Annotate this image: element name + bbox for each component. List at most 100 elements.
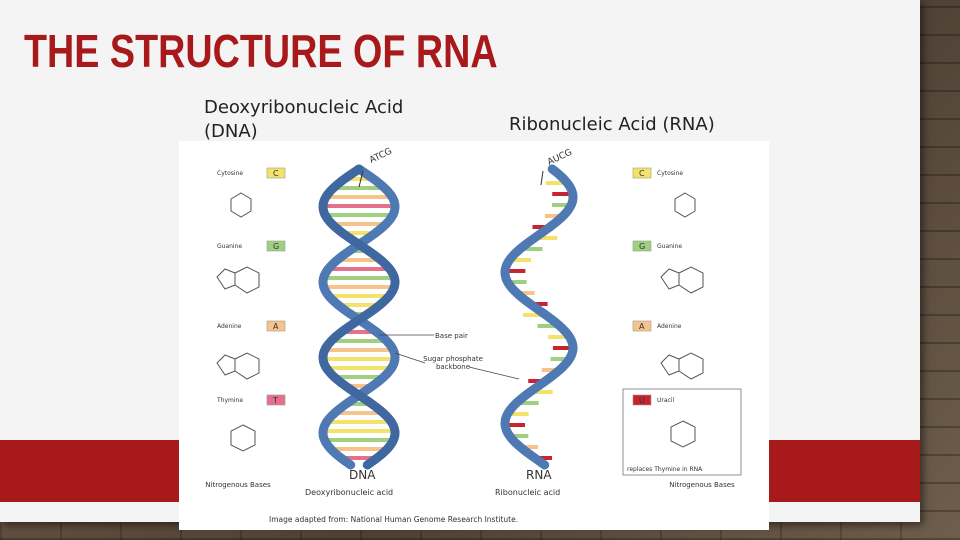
rna-base [532, 390, 553, 394]
rna-base [545, 181, 566, 185]
right-base-chip-3 [632, 320, 652, 332]
rna-base [505, 269, 526, 273]
right-base-name-2: Guanine [657, 243, 682, 250]
dna-base-pair [339, 258, 379, 262]
dna-base-pair [348, 402, 370, 406]
dna-base-pair [328, 420, 390, 424]
rna-tag-arrow [540, 170, 544, 186]
dna-base-pair [325, 366, 393, 370]
left-base-letter-4: T [272, 396, 278, 405]
dna-base-pair [338, 456, 380, 460]
rna-base [522, 247, 543, 251]
left-base-chip-4 [266, 394, 286, 406]
dna-base-pair [333, 339, 385, 343]
left-base-key: Cytosine C Guanine G Adenine A Thymine T [216, 167, 286, 452]
base-pair-label: Base pair [435, 332, 468, 340]
rna-helix-title: RNA [526, 468, 552, 482]
cytosine-structure [230, 192, 252, 218]
dna-base-pair [325, 348, 393, 352]
dna-base-pair [323, 357, 395, 361]
dna-sequence-tag: ATCG [368, 147, 394, 166]
rna-cytosine-structure [674, 192, 696, 218]
dna-column-label: Deoxyribonucleic Acid (DNA) [204, 97, 404, 142]
dna-base-pair [330, 222, 388, 226]
left-base-chip-2 [266, 240, 286, 252]
dna-tag-arrow [358, 170, 364, 188]
thymine-structure [230, 424, 256, 452]
left-base-chip-1 [266, 167, 286, 179]
adenine-ring-6 [234, 352, 260, 380]
dna-base-pair [339, 231, 379, 235]
rna-base [506, 280, 527, 284]
dna-base-pair [327, 294, 391, 298]
left-base-letter-1: C [273, 169, 279, 178]
dna-base-pair [323, 285, 395, 289]
right-base-chip-4 [632, 394, 652, 406]
rna-guanine-ring-5 [660, 268, 680, 290]
rna-base [522, 313, 543, 317]
dna-base-pair [335, 186, 383, 190]
rna-base [514, 291, 535, 295]
rna-base [552, 346, 573, 350]
rna-column-label: Ribonucleic Acid (RNA) [509, 114, 715, 135]
dna-base-pair [347, 177, 371, 181]
rna-base [551, 203, 572, 207]
right-base-name-1: Cytosine [657, 170, 683, 177]
backbone-label-wrap: Sugar phosphate backbone [423, 355, 483, 371]
rna-adenine-ring-6 [678, 352, 704, 380]
uracil-note: replaces Thymine in RNA [627, 466, 703, 473]
image-credit: Image adapted from: National Human Genom… [269, 515, 518, 524]
dna-rna-figure: ATCG AUCG Cytosine C Guanine G Adenine A [179, 141, 769, 530]
right-base-letter-4: U [639, 396, 645, 405]
dna-base-pair [332, 375, 386, 379]
right-base-letter-2: G [639, 242, 645, 251]
rna-base [511, 258, 532, 262]
right-base-chip-2 [632, 240, 652, 252]
uracil-structure [670, 420, 696, 448]
rna-bases [505, 181, 573, 460]
rna-helix-subtitle: Ribonucleic acid [495, 488, 560, 497]
left-base-letter-3: A [273, 322, 279, 331]
rna-base [548, 335, 569, 339]
rna-base [508, 434, 529, 438]
guanine-ring-5 [216, 268, 236, 290]
right-base-letter-3: A [639, 322, 645, 331]
dna-base-pair [335, 303, 383, 307]
uracil-box [622, 388, 742, 476]
dna-base-pair [324, 276, 394, 280]
rna-base [537, 236, 558, 240]
rna-base [550, 357, 571, 361]
dna-base-pair [323, 429, 395, 433]
backbone-leader-dna [394, 352, 426, 364]
right-base-letter-1: C [639, 169, 645, 178]
rna-base [505, 423, 526, 427]
rna-base [517, 445, 538, 449]
dna-base-pair [352, 249, 366, 253]
dna-base-pair [336, 411, 382, 415]
nitrogenous-right-wrap: Nitrogenous Bases [669, 481, 734, 489]
rna-base [508, 412, 529, 416]
rna-sequence-tag: AUCG [546, 148, 574, 168]
rna-base [552, 192, 573, 196]
rna-guanine-ring-6 [678, 266, 704, 294]
slide: THE STRUCTURE OF RNA Deoxyribonucleic Ac… [0, 0, 920, 530]
left-base-name-2: Guanine [217, 243, 242, 250]
dna-helix-subtitle: Deoxyribonucleic acid [305, 488, 393, 497]
dna-base-pair [324, 213, 394, 217]
left-base-name-4: Thymine [216, 397, 243, 404]
left-base-chip-3 [266, 320, 286, 332]
dna-base-pair [344, 330, 374, 334]
left-base-name-3: Adenine [217, 323, 242, 330]
rna-base [541, 368, 562, 372]
rna-base [518, 401, 539, 405]
dna-backbone-strand-1 [318, 164, 400, 470]
guanine-ring-6 [234, 266, 260, 294]
right-base-name-3: Adenine [657, 323, 682, 330]
dna-base-pair [327, 195, 391, 199]
dna-base-pair [347, 312, 371, 316]
figure-svg: ATCG AUCG Cytosine C Guanine G Adenine A [205, 147, 742, 524]
slide-title: THE STRUCTURE OF RNA [24, 25, 498, 77]
dna-base-pair [329, 447, 389, 451]
left-base-name-1: Cytosine [217, 170, 243, 177]
dna-base-pair [323, 438, 395, 442]
